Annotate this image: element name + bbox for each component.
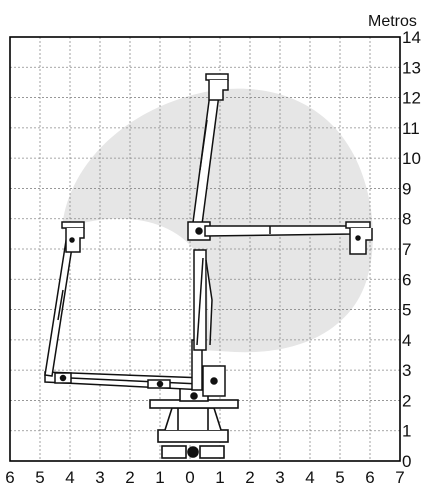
x-tick-label: 6 — [365, 468, 374, 487]
y-tick-label: 9 — [402, 179, 411, 198]
x-axis-tick-labels: 6 5 4 3 2 1 0 1 2 3 4 5 6 7 — [5, 468, 404, 487]
y-tick-label: 10 — [402, 149, 421, 168]
x-tick-label: 4 — [305, 468, 314, 487]
y-tick-label: 3 — [402, 361, 411, 380]
working-envelope — [62, 88, 373, 353]
x-tick-label: 4 — [65, 468, 74, 487]
unit-label: Metros — [368, 13, 417, 30]
x-tick-label: 5 — [335, 468, 344, 487]
x-tick-label: 5 — [35, 468, 44, 487]
x-tick-label: 2 — [245, 468, 254, 487]
y-tick-label: 12 — [402, 89, 421, 108]
y-tick-label: 8 — [402, 210, 411, 229]
y-tick-label: 13 — [402, 58, 421, 77]
x-tick-label: 3 — [275, 468, 284, 487]
y-tick-label: 6 — [402, 270, 411, 289]
x-tick-label: 0 — [185, 468, 194, 487]
y-tick-label: 7 — [402, 240, 411, 259]
truck-base — [149, 399, 239, 459]
column — [191, 249, 226, 397]
basket-left — [61, 221, 85, 253]
x-tick-label: 2 — [125, 468, 134, 487]
x-tick-label: 6 — [5, 468, 14, 487]
x-tick-label: 1 — [215, 468, 224, 487]
y-tick-label: 1 — [402, 422, 411, 441]
y-tick-label: 2 — [402, 391, 411, 410]
y-tick-label: 14 — [402, 28, 421, 47]
basket-top — [205, 73, 229, 101]
y-tick-label: 4 — [402, 331, 411, 350]
basket-right — [345, 221, 373, 255]
y-tick-label: 11 — [402, 119, 420, 138]
lowered-boom — [44, 227, 206, 391]
y-tick-label: 0 — [402, 452, 411, 471]
x-tick-label: 1 — [155, 468, 164, 487]
chart-frame — [9, 36, 401, 462]
y-tick-label: 5 — [402, 301, 411, 320]
upper-boom-horizontal — [204, 225, 353, 237]
x-tick-label: 7 — [395, 468, 404, 487]
x-tick-label: 3 — [95, 468, 104, 487]
